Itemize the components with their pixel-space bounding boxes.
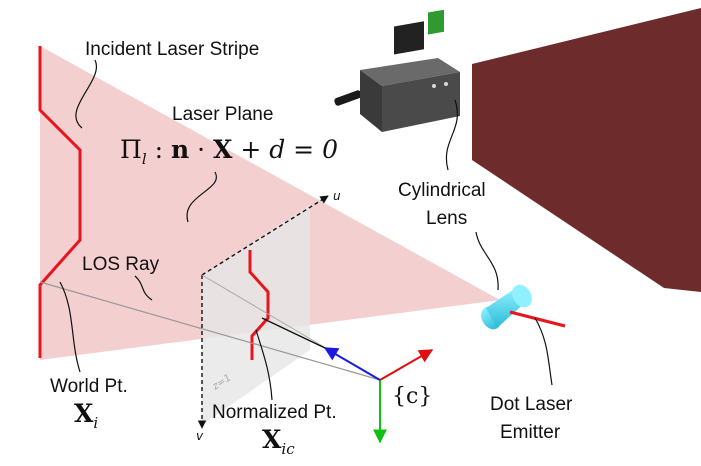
world-pt-symbol: Xi [74, 399, 98, 432]
target-wall [472, 8, 701, 292]
normalized-pt-symbol: Xic [262, 425, 295, 458]
leader-world-pt [59, 281, 81, 373]
u-axis [201, 195, 329, 276]
cylindrical-lens [481, 284, 532, 330]
leader-normalized-pt [255, 329, 273, 401]
camera-x-axis [379, 349, 434, 381]
leader-laser-plane [186, 171, 218, 223]
leader-dot-laser [534, 317, 553, 386]
world-pt-label: World Pt. [50, 376, 128, 397]
plane-equation: Πl : n · X + d = 0 [120, 135, 338, 168]
laser-plane-fan [40, 46, 500, 360]
v-axis-label: v [196, 429, 204, 443]
dot-laser-label-1: Dot Laser [490, 394, 573, 415]
incident-stripe-label: Incident Laser Stripe [85, 39, 259, 60]
image-plane [202, 205, 310, 425]
dot-laser-beam [509, 310, 566, 328]
u-axis-label: u [333, 189, 341, 203]
los-ray-label: LOS Ray [82, 254, 160, 275]
leader-lens-to-lens [475, 231, 499, 291]
los-ray [39, 281, 381, 381]
laser-plane-label: Laser Plane [172, 104, 273, 125]
normalized-pt-label: Normalized Pt. [212, 402, 337, 423]
laser-projector [334, 9, 460, 132]
leader-incident-stripe [75, 59, 98, 129]
camera-frame-label: {c} [392, 384, 432, 409]
camera-ray-to-image [261, 317, 326, 349]
dot-laser-label-2: Emitter [500, 422, 561, 443]
incident-laser-stripe [38, 46, 82, 358]
cylindrical-lens-label-2: Lens [426, 208, 467, 229]
camera-z-axis [323, 347, 381, 381]
leader-los-ray [134, 275, 153, 301]
cylindrical-lens-label-1: Cylindrical [398, 180, 486, 201]
projected-laser-stripe [248, 250, 270, 360]
leader-cylindrical-lens [445, 99, 458, 171]
